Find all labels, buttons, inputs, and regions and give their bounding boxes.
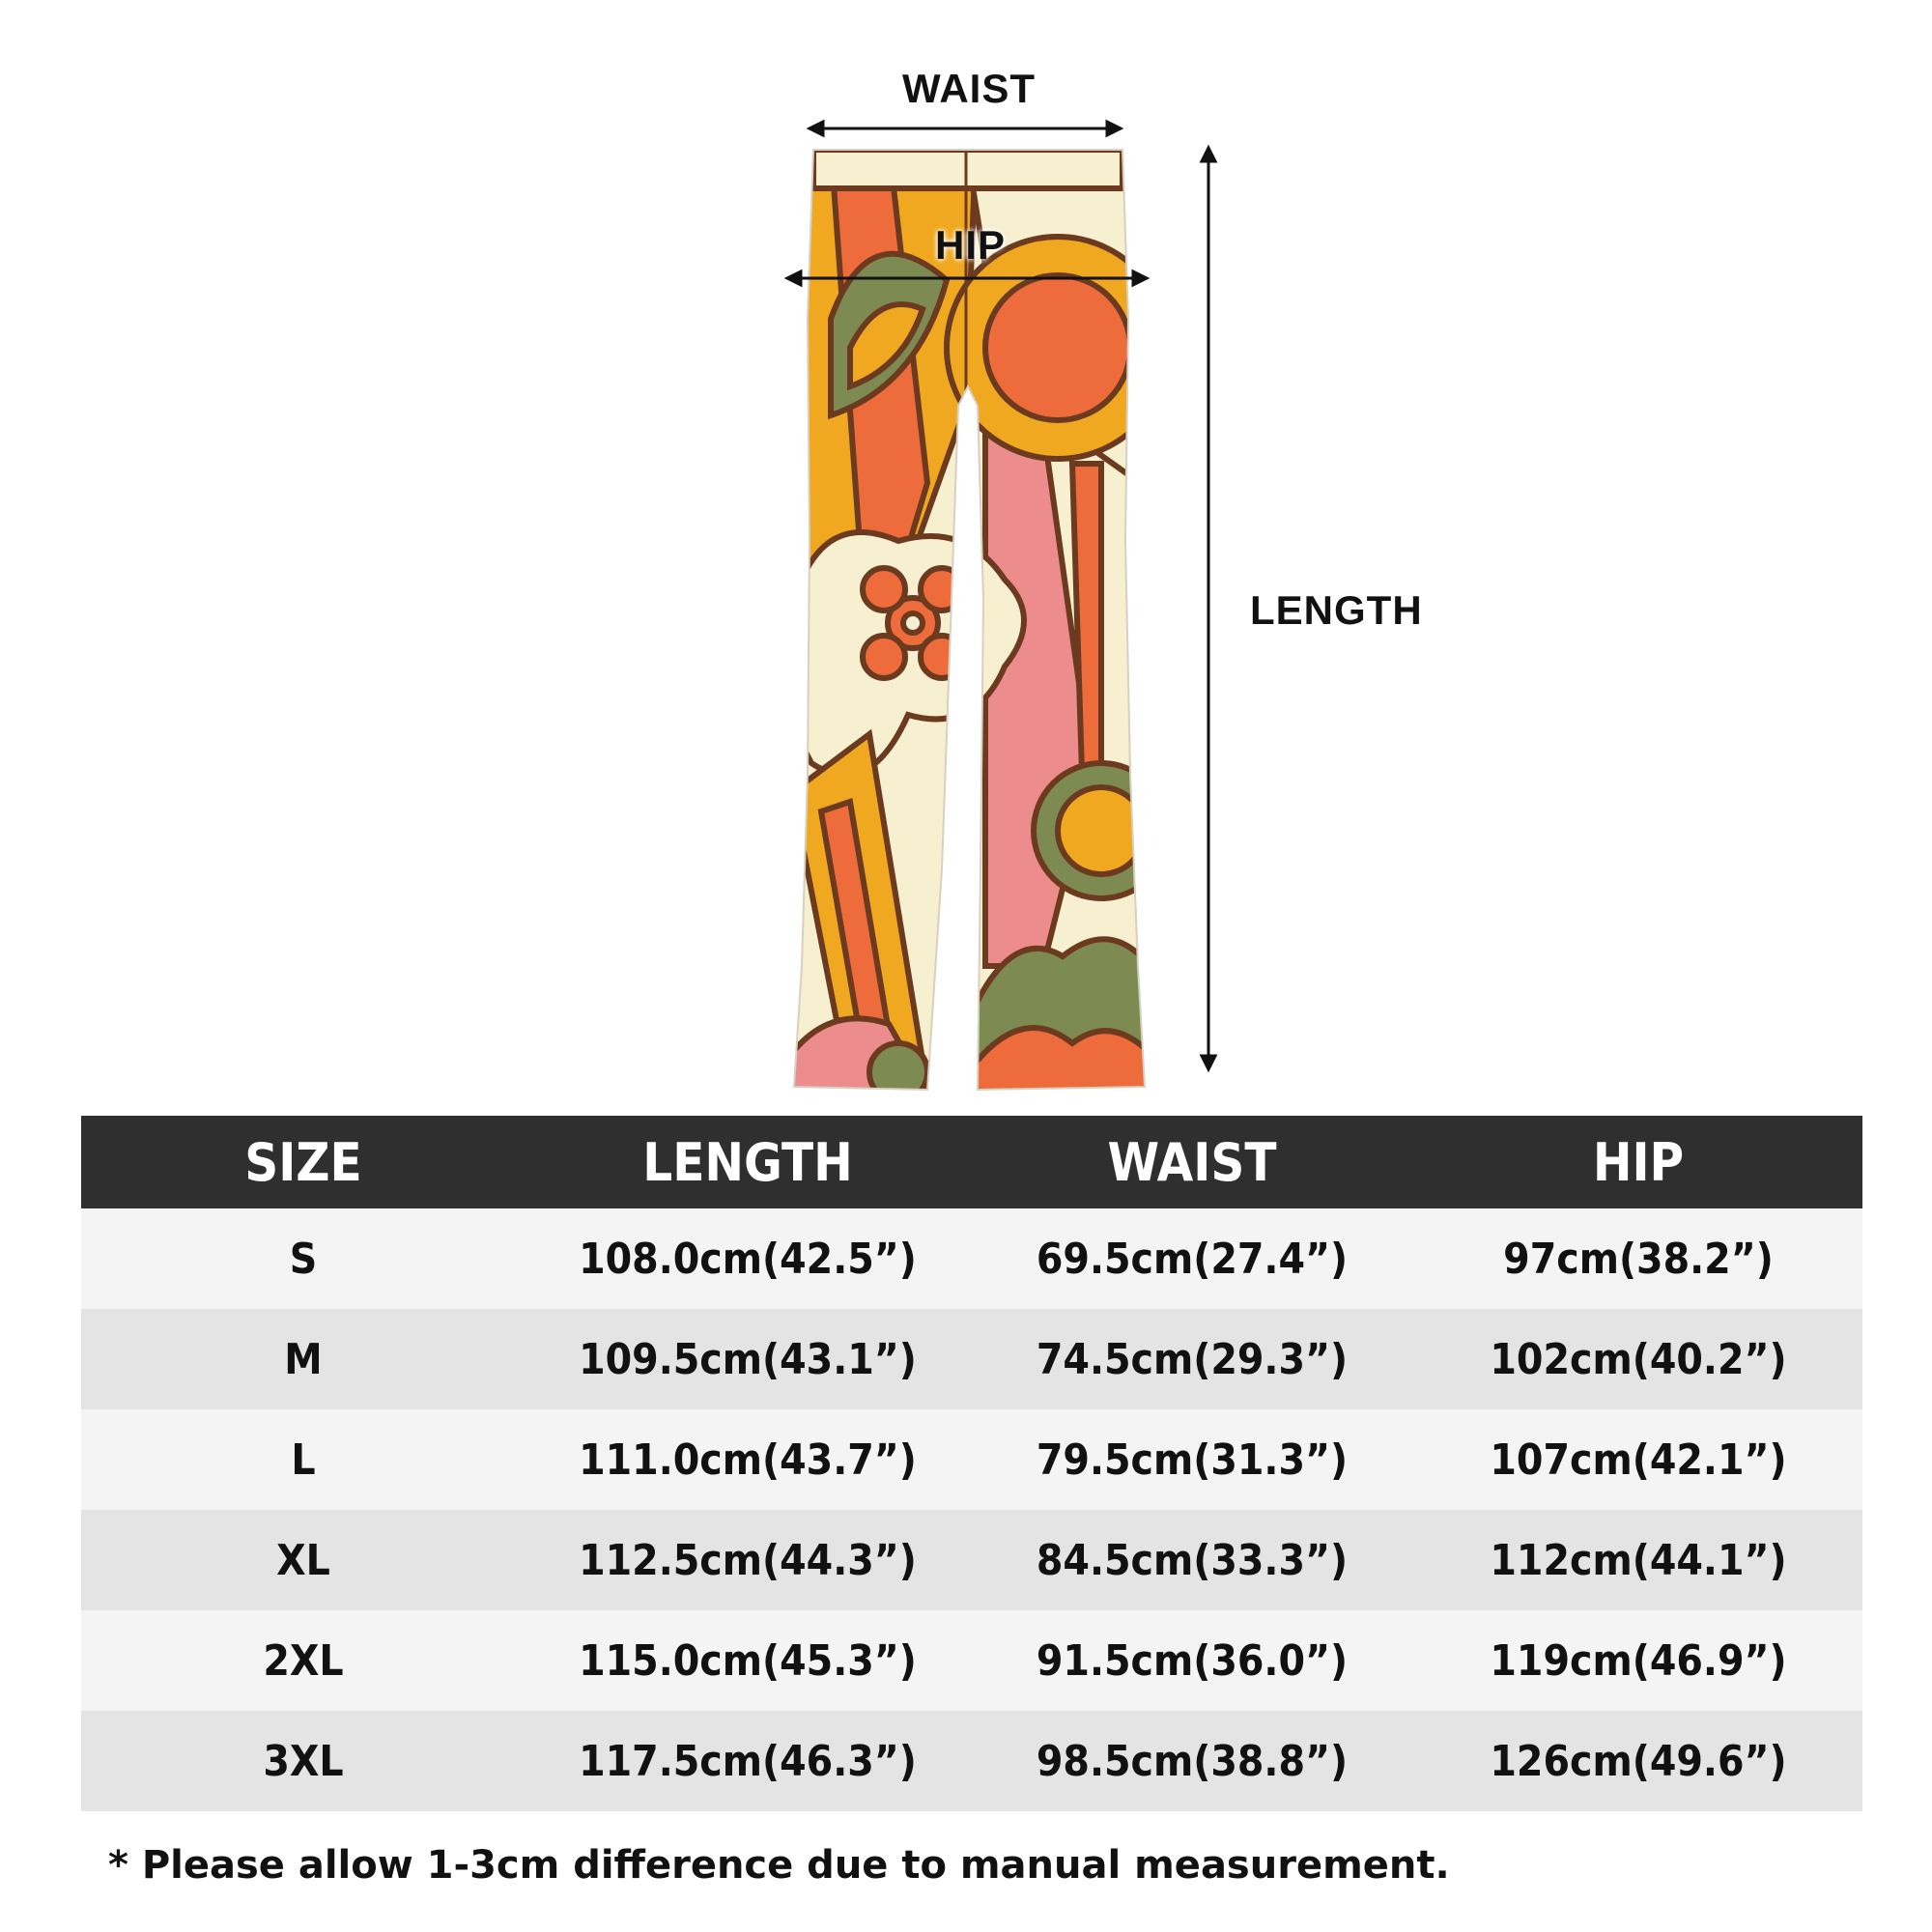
cell-length: 109.5cm(43.1”): [579, 1334, 917, 1384]
table-row: 3XL 117.5cm(46.3”) 98.5cm(38.8”) 126cm(4…: [81, 1711, 1862, 1811]
table-row: XL 112.5cm(44.3”) 84.5cm(33.3”) 112cm(44…: [81, 1510, 1862, 1610]
cell-length: 111.0cm(43.7”): [579, 1435, 917, 1485]
cell-waist: 69.5cm(27.4”): [1036, 1234, 1349, 1284]
header-length: LENGTH: [642, 1131, 853, 1193]
length-arrow: [1199, 144, 1218, 1073]
cell-waist: 98.5cm(38.8”): [1036, 1736, 1349, 1786]
cell-hip: 119cm(46.9”): [1490, 1635, 1787, 1686]
cell-size: S: [289, 1234, 318, 1284]
cell-hip: 107cm(42.1”): [1490, 1435, 1787, 1485]
cell-hip: 112cm(44.1”): [1490, 1535, 1787, 1585]
cell-hip: 126cm(49.6”): [1490, 1736, 1787, 1786]
cell-hip: 102cm(40.2”): [1490, 1334, 1787, 1384]
cell-length: 117.5cm(46.3”): [579, 1736, 917, 1786]
cell-size: 2XL: [263, 1635, 344, 1686]
waist-label: WAIST: [902, 66, 1036, 111]
pants-illustration: [783, 119, 1218, 1092]
cell-length: 112.5cm(44.3”): [579, 1535, 917, 1585]
cell-waist: 91.5cm(36.0”): [1036, 1635, 1349, 1686]
header-waist: WAIST: [1107, 1131, 1277, 1193]
cell-hip: 97cm(38.2”): [1503, 1234, 1774, 1284]
table-row: S 108.0cm(42.5”) 69.5cm(27.4”) 97cm(38.2…: [81, 1208, 1862, 1309]
table-row: L 111.0cm(43.7”) 79.5cm(31.3”) 107cm(42.…: [81, 1409, 1862, 1510]
header-hip: HIP: [1592, 1131, 1685, 1193]
header-size: SIZE: [244, 1131, 362, 1193]
cell-size: L: [291, 1435, 316, 1485]
table-row: M 109.5cm(43.1”) 74.5cm(29.3”) 102cm(40.…: [81, 1309, 1862, 1409]
waist-arrow: [806, 119, 1124, 138]
cell-length: 108.0cm(42.5”): [579, 1234, 917, 1284]
cell-size: M: [284, 1334, 323, 1384]
size-diagram: WAIST HIP LENGTH: [783, 66, 1423, 1092]
cell-waist: 79.5cm(31.3”): [1036, 1435, 1349, 1485]
cell-size: 3XL: [263, 1736, 344, 1786]
cell-waist: 74.5cm(29.3”): [1036, 1334, 1349, 1384]
measurement-note: * Please allow 1-3cm difference due to m…: [108, 1843, 1450, 1888]
cell-length: 115.0cm(45.3”): [579, 1635, 917, 1686]
hip-arrow: [783, 269, 1151, 288]
table-header-row: SIZE LENGTH WAIST HIP: [81, 1116, 1862, 1208]
cell-size: XL: [276, 1535, 330, 1585]
length-label: LENGTH: [1250, 587, 1423, 633]
cell-waist: 84.5cm(33.3”): [1036, 1535, 1349, 1585]
table-row: 2XL 115.0cm(45.3”) 91.5cm(36.0”) 119cm(4…: [81, 1610, 1862, 1711]
hip-label: HIP: [935, 222, 1007, 268]
size-chart-table: SIZE LENGTH WAIST HIP S 108.0cm(42.5”) 6…: [81, 1116, 1862, 1811]
